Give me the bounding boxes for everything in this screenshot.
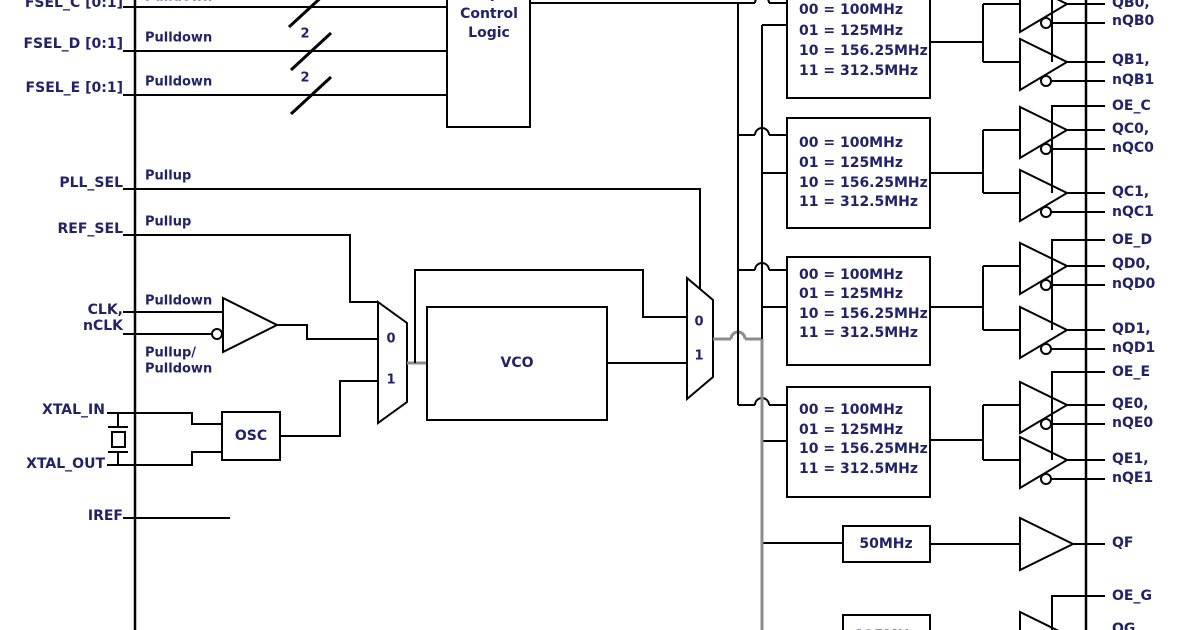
pin-xtal-out: XTAL_OUT xyxy=(26,456,105,472)
pin-qb0: QB0, xyxy=(1112,0,1150,11)
divider-e-opt-2: 10 = 156.25MHz xyxy=(799,441,928,457)
pin-nqb1: nQB1 xyxy=(1112,72,1155,88)
mux2-input-0-label: 0 xyxy=(694,314,704,330)
pin-nclk: nCLK xyxy=(82,318,123,334)
pin-xtal-in: XTAL_IN xyxy=(42,402,105,418)
divider-d-opt-0: 00 = 100MHz xyxy=(799,267,903,283)
divider-b-opt-1: 01 = 125MHz xyxy=(799,23,903,39)
pin-nqc1: nQC1 xyxy=(1112,204,1154,220)
inversion-bubble-icon xyxy=(211,328,223,340)
osc-block xyxy=(221,380,378,461)
pin-qc0: QC0, xyxy=(1112,121,1150,137)
pin-qg: QG xyxy=(1112,621,1136,630)
divider-c-opt-2: 10 = 156.25MHz xyxy=(799,175,928,191)
distribution-buses xyxy=(530,0,843,630)
pin-oe-d: OE_D xyxy=(1112,232,1153,248)
qf-buffer xyxy=(1019,516,1076,572)
divider-e-opt-1: 01 = 125MHz xyxy=(799,422,903,438)
pll-bypass-wire xyxy=(414,269,687,363)
divider-d-opt-3: 11 = 312.5MHz xyxy=(799,325,919,341)
mux1-input-0-label: 0 xyxy=(386,331,396,347)
pin-oe-e: OE_E xyxy=(1112,364,1151,380)
pin-nqd1: nQD1 xyxy=(1112,340,1156,356)
pin-qb1: QB1, xyxy=(1112,52,1150,68)
output-buffers xyxy=(1019,0,1076,630)
control-logic-label-1: Output xyxy=(461,0,516,1)
output-enable-wires xyxy=(1051,0,1105,630)
pin-pll-sel: PLL_SEL xyxy=(59,175,123,191)
control-logic-label-3: Logic xyxy=(468,25,510,41)
pin-nqe0: nQE0 xyxy=(1112,415,1154,431)
osc-label: OSC xyxy=(234,428,268,444)
pin-qd0: QD0, xyxy=(1112,256,1151,272)
clk-input-buffer xyxy=(211,296,378,354)
pll-select-mux xyxy=(686,275,714,402)
resistor-nclk-1: Pullup/ xyxy=(145,345,197,361)
mux2-input-1-label: 1 xyxy=(694,348,704,364)
output-wires xyxy=(1051,3,1105,545)
pin-oe-c: OE_C xyxy=(1112,98,1151,114)
pin-ref-sel: REF_SEL xyxy=(57,221,123,237)
control-logic-block xyxy=(446,0,531,128)
pin-nqe1: nQE1 xyxy=(1112,470,1154,486)
qg-buffer xyxy=(1019,610,1059,630)
crystal-symbol xyxy=(108,413,128,465)
pin-fsel-d: FSEL_D [0:1] xyxy=(23,36,123,52)
pin-oe-g: OE_G xyxy=(1112,588,1152,604)
control-logic-label-2: Control xyxy=(460,6,518,22)
pin-nqb0: nQB0 xyxy=(1112,13,1155,29)
pin-qe1: QE1, xyxy=(1112,451,1149,467)
divider-e-opt-3: 11 = 312.5MHz xyxy=(799,461,919,477)
divider-c-opt-3: 11 = 312.5MHz xyxy=(799,194,919,210)
output-brackets xyxy=(930,3,1020,545)
pin-qd1: QD1, xyxy=(1112,321,1151,337)
resistor-ref-sel: Pullup xyxy=(145,214,192,230)
vco-block xyxy=(426,306,687,421)
divider-e-opt-0: 00 = 100MHz xyxy=(799,402,903,418)
input-wires xyxy=(107,6,701,519)
resistor-pll-sel: Pullup xyxy=(145,168,192,184)
divider-c-opt-1: 01 = 125MHz xyxy=(799,155,903,171)
inversion-bubbles xyxy=(1040,17,1052,485)
divider-d-opt-1: 01 = 125MHz xyxy=(799,286,903,302)
divider-b-opt-2: 10 = 156.25MHz xyxy=(799,43,928,59)
pin-nqd0: nQD0 xyxy=(1112,276,1156,292)
pin-iref: IREF xyxy=(87,508,123,524)
pin-fsel-e: FSEL_E [0:1] xyxy=(25,80,123,96)
pin-qc1: QC1, xyxy=(1112,184,1150,200)
mux1-input-1-label: 1 xyxy=(386,372,396,388)
bus-width-fsel-e: 2 xyxy=(300,70,310,86)
resistor-fsel-d: Pulldown xyxy=(145,30,213,46)
bus-width-fsel-d: 2 xyxy=(300,26,310,42)
resistor-nclk-2: Pulldown xyxy=(145,361,213,377)
divider-boxes xyxy=(786,0,931,630)
pin-qe0: QE0, xyxy=(1112,396,1149,412)
divider-d-opt-2: 10 = 156.25MHz xyxy=(799,306,928,322)
input-mux xyxy=(377,300,408,425)
resistor-fsel-e: Pulldown xyxy=(145,74,213,90)
pin-qf: QF xyxy=(1112,535,1134,551)
pin-fsel-c: FSEL_C [0:1] xyxy=(24,0,123,11)
pin-nqc0: nQC0 xyxy=(1112,140,1154,156)
pin-clk: CLK, xyxy=(87,302,123,318)
bus-width-slashes xyxy=(287,0,333,116)
vco-label: VCO xyxy=(500,355,534,371)
divider-qf-label: 50MHz xyxy=(859,536,913,552)
divider-b-opt-0: 00 = 100MHz xyxy=(799,2,903,18)
resistor-clk: Pulldown xyxy=(145,293,213,309)
divider-c-opt-0: 00 = 100MHz xyxy=(799,135,903,151)
resistor-fsel-c: Pulldown xyxy=(145,0,212,4)
divider-b-opt-3: 11 = 312.5MHz xyxy=(799,63,919,79)
